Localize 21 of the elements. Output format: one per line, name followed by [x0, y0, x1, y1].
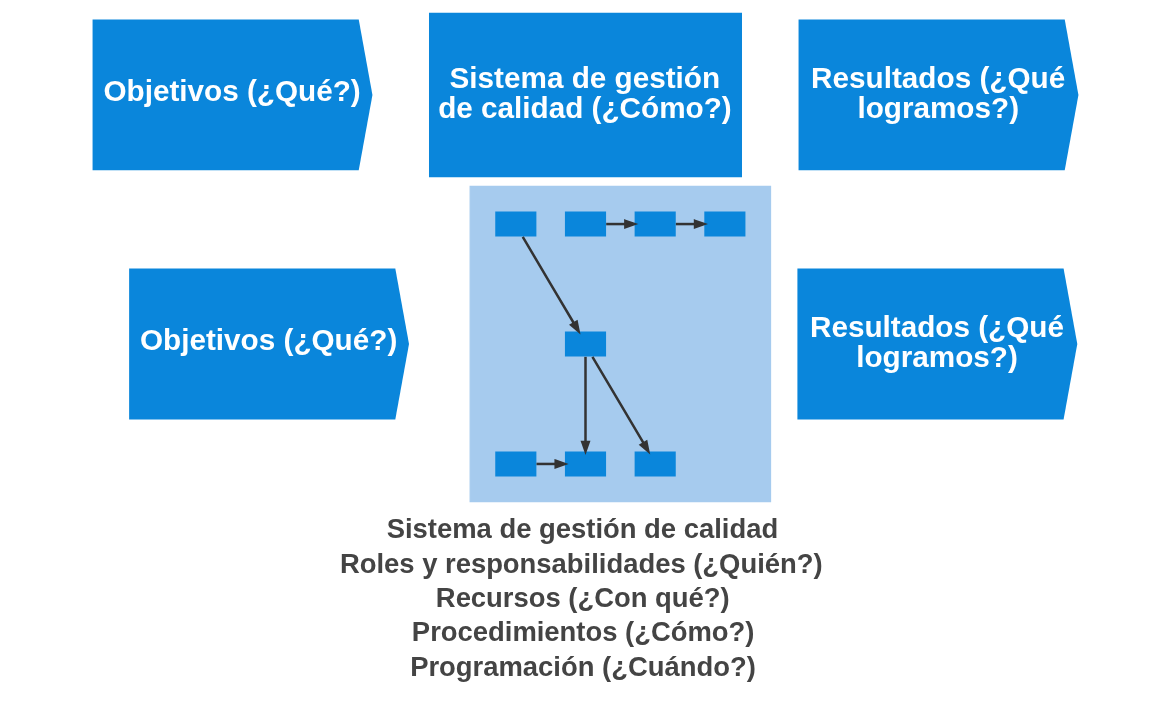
label: Procedimientos (¿Cómo?)	[411, 616, 755, 648]
node-box	[564, 451, 607, 477]
node-box	[495, 211, 537, 237]
arrow	[521, 236, 581, 335]
arrow	[591, 356, 651, 455]
node-box	[634, 211, 676, 237]
node-box	[634, 451, 676, 477]
label: Sistema de gestión de calidad	[386, 513, 779, 545]
label: Roles y responsabilidades (¿Quién?)	[339, 547, 823, 579]
cluster	[469, 185, 772, 503]
node-box	[704, 211, 746, 237]
arrow	[580, 356, 591, 455]
node-box	[564, 331, 607, 357]
label: Programación (¿Cuándo?)	[410, 650, 756, 682]
node-box: Sistema de gestión de calidad (¿Cómo?)	[429, 12, 742, 178]
node-box	[495, 451, 537, 477]
arrow	[606, 219, 639, 229]
arrow	[675, 219, 708, 229]
arrow	[536, 459, 569, 469]
label: Recursos (¿Con qué?)	[435, 581, 730, 613]
node-box	[564, 211, 607, 237]
